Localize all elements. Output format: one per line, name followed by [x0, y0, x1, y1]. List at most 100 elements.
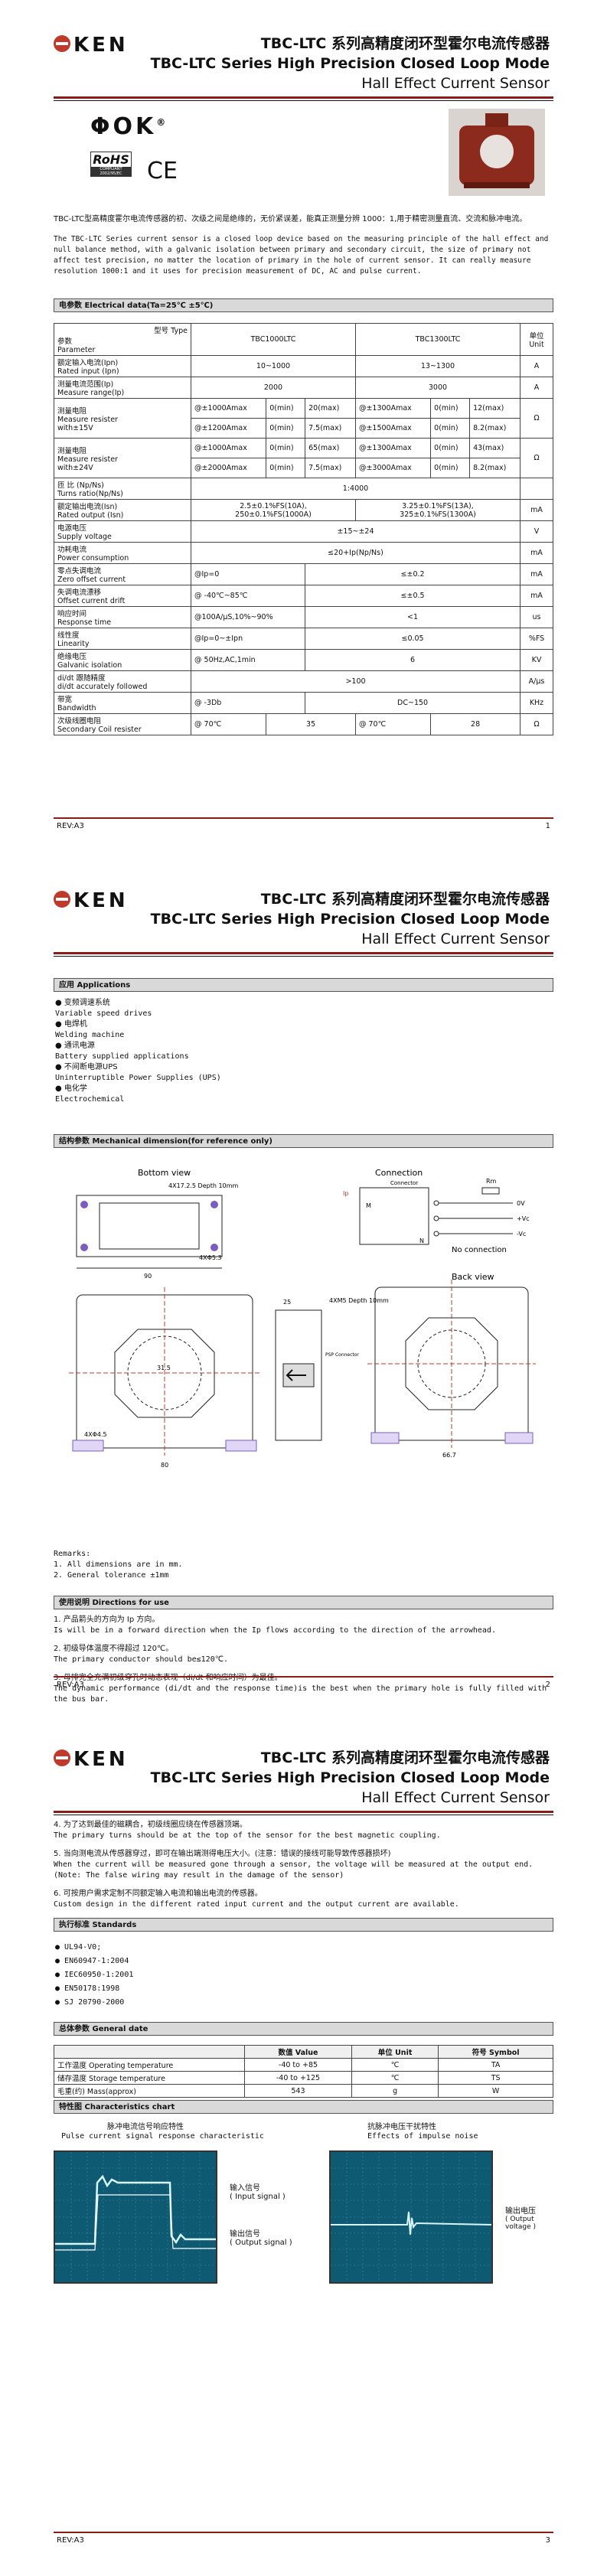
- side-view-body: [275, 1309, 322, 1441]
- list-item: ● EN50178:1998: [55, 1984, 120, 1993]
- no-connection-label: No connection: [452, 1246, 507, 1254]
- footer-rule: [54, 2532, 553, 2533]
- list-item: 3. 母排完全充满初级穿孔时动态表现（di/dt 和响应时间）为最佳。 The …: [54, 1674, 547, 1704]
- footer-rule: [54, 1676, 553, 1678]
- product-photo: [449, 109, 545, 196]
- electrical-table: 型号 Type 参数 Parameter TBC1000LTC TBC1300L…: [54, 323, 553, 735]
- table-row: 额定输入电流(Ipn)Rated input (Ipn) 10~1000 13~…: [54, 355, 553, 377]
- list-item: ● UL94-V0;: [55, 1943, 102, 1952]
- mount-hole-icon: [210, 1244, 218, 1251]
- mount-hole-icon: [80, 1244, 88, 1251]
- section-characteristics: 特性图 Characteristics chart: [54, 2100, 553, 2114]
- input-trace: [55, 2174, 216, 2245]
- back-view-label: Back view: [452, 1272, 494, 1282]
- mechanical-drawing: Bottom view 90 4X17.2.5 Depth 10mm 4XΦ5.…: [69, 1168, 536, 1469]
- ov-label: 0V: [517, 1200, 525, 1207]
- company-logo: KEN: [54, 1748, 129, 1771]
- header-rule: [54, 952, 553, 954]
- pv-label: +Vc: [517, 1215, 530, 1222]
- general-table: 数值 Value 单位 Unit 符号 Symbol 工作温度 Operatin…: [54, 2045, 553, 2098]
- list-item: 5. 当向测电流从传感器穿过，即可在输出端测得电压大小。(注意：错误的接线可能导…: [54, 1850, 534, 1880]
- page-2: KEN TBC-LTC 系列高精度闭环型霍尔电流传感器 TBC-LTC Seri…: [0, 859, 607, 1717]
- list-item: 6. 可按用户需求定制不同额定输入电流和输出电流的传感器。 Custom des…: [54, 1890, 459, 1909]
- dim-label: PSP Connector: [325, 1352, 359, 1358]
- terminal-icon: [433, 1215, 439, 1221]
- title-en-2: Hall Effect Current Sensor: [361, 75, 550, 92]
- chart1-title-en: Pulse current signal response characteri…: [61, 2132, 264, 2141]
- type-param-cell: 型号 Type 参数 Parameter: [54, 323, 191, 356]
- chart1-input-label: 输入信号( Input signal ): [230, 2184, 286, 2201]
- dim-label: 66.7: [442, 1452, 456, 1459]
- page-header: TBC-LTC 系列高精度闭环型霍尔电流传感器 TBC-LTC Series H…: [150, 1749, 550, 1806]
- col-tbc1000: TBC1000LTC: [191, 323, 356, 356]
- chart2-output-label: 输出电压( Output voltage ): [505, 2207, 536, 2231]
- back-aperture: [405, 1317, 498, 1410]
- dim-label: 25: [283, 1299, 291, 1306]
- list-item: ● EN60947-1:2004: [55, 1957, 129, 1965]
- standards-list: ● UL94-V0; ● EN60947-1:2004 ● IEC60950-1…: [55, 1941, 133, 2010]
- m-label: M: [366, 1202, 371, 1209]
- section-standards: 执行标准 Standards: [54, 1918, 553, 1932]
- logo-mark-icon: [54, 890, 70, 908]
- revision: REV:A3: [57, 822, 84, 830]
- ip-label: Ip: [343, 1190, 348, 1197]
- section-general: 总体参数 General date: [54, 2022, 553, 2036]
- dim-label: 80: [161, 1462, 168, 1469]
- mount-hole-icon: [210, 1201, 218, 1208]
- remark-item: 1. All dimensions are in mm.: [54, 1560, 183, 1569]
- foot-left: [370, 1432, 400, 1444]
- title-zh: TBC-LTC 系列高精度闭环型霍尔电流传感器: [260, 35, 550, 52]
- page-3: KEN TBC-LTC 系列高精度闭环型霍尔电流传感器 TBC-LTC Seri…: [0, 1717, 607, 2576]
- title-en-1: TBC-LTC Series High Precision Closed Loo…: [150, 55, 550, 72]
- revision: REV:A3: [57, 1681, 84, 1689]
- section-applications: 应用 Applications: [54, 978, 553, 992]
- list-item: ● SJ 20790-2000: [55, 1998, 125, 2007]
- sensor-photo-icon: [459, 113, 534, 188]
- scope-grid: [55, 2152, 216, 2282]
- connection-label: Connection: [375, 1168, 423, 1178]
- scope-impulse-noise: [329, 2150, 493, 2284]
- foot-left: [72, 1440, 104, 1452]
- page-header: TBC-LTC 系列高精度闭环型霍尔电流传感器 TBC-LTC Series H…: [150, 891, 550, 947]
- terminal-icon: [433, 1231, 439, 1237]
- header-rule-thin: [54, 956, 553, 957]
- rm-label: Rm: [486, 1178, 497, 1185]
- dim-label: 31.5: [157, 1365, 171, 1371]
- chart2-title-en: Effects of impulse noise: [367, 2132, 478, 2141]
- bottom-view-label: Bottom view: [138, 1168, 191, 1178]
- list-item: 2. 初级导体温度不得超过 120℃。 The primary conducto…: [54, 1645, 228, 1664]
- output-trace: [55, 2194, 216, 2251]
- table-row: 额定输出电流(Isn)Rated output (Isn) 2.5±0.1%FS…: [54, 499, 553, 521]
- intro-en: The TBC-LTC Series current sensor is a c…: [54, 235, 549, 276]
- bottom-view-inner: [99, 1202, 200, 1250]
- foot-right: [504, 1432, 534, 1444]
- chart2-title-zh: 抗脉冲电压干扰特性: [367, 2123, 436, 2131]
- scope-pulse-response: [54, 2150, 217, 2284]
- remarks: Remarks: 1. All dimensions are in mm. 2.…: [54, 1549, 553, 1581]
- col-tbc1300: TBC1300LTC: [354, 323, 521, 356]
- list-item: 1. 产品箭头的方向为 Ip 方向。 Is will be in a forwa…: [54, 1616, 496, 1635]
- logo-mark-icon: [54, 34, 70, 52]
- logo-mark-icon: [54, 1749, 70, 1766]
- n-label: N: [419, 1237, 424, 1244]
- dim-label: 90: [144, 1273, 152, 1280]
- page-number: 1: [545, 822, 550, 830]
- aperture-outline: [114, 1329, 215, 1418]
